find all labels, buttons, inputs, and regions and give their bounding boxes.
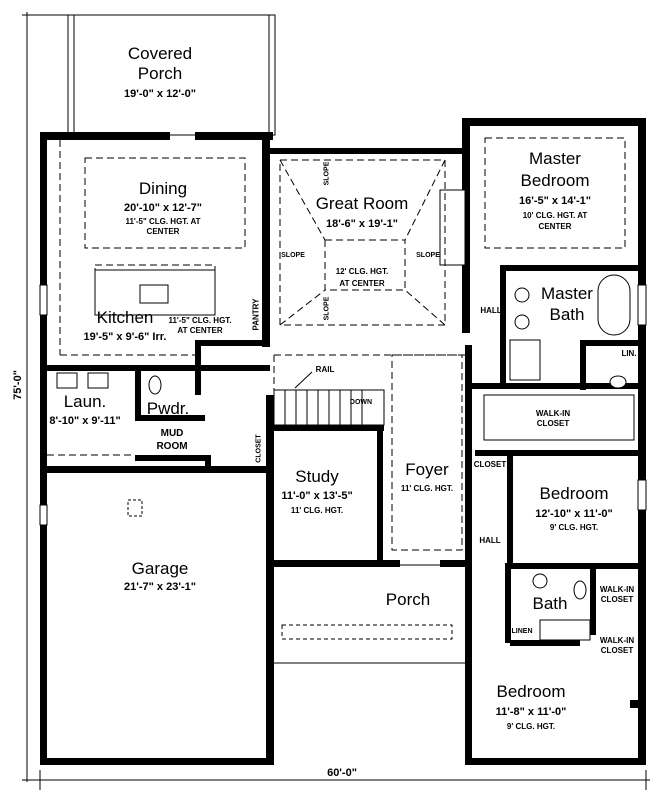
room-name: Great Room xyxy=(315,194,409,213)
slope-label: SLOPE xyxy=(416,252,440,259)
linen-label: LINEN xyxy=(511,628,533,635)
ceiling-height: CENTER xyxy=(538,222,572,231)
ceiling-height: 9' CLG. HGT. xyxy=(506,722,556,731)
closet-label: WALK-IN xyxy=(599,636,635,645)
walls xyxy=(40,118,646,765)
closet-label: CLOSET xyxy=(473,460,507,469)
closet-label: CLOSET xyxy=(536,419,570,428)
ceiling-height: 9' CLG. HGT. xyxy=(549,523,599,532)
room-name: Porch xyxy=(137,64,183,83)
rail-label: RAIL xyxy=(315,365,335,374)
walk-in-closet-shelf xyxy=(483,394,635,441)
ceiling-height: 11'-5" CLG. HGT. xyxy=(168,316,232,325)
shower xyxy=(509,339,541,381)
cubbies-label: CUBBIES xyxy=(156,466,188,473)
room-size: 16'-5" x 14'-1" xyxy=(519,195,591,207)
room-name: Bath xyxy=(532,594,568,613)
tub xyxy=(597,274,631,336)
closet-label: CLOSET xyxy=(600,595,634,604)
fireplace xyxy=(439,189,466,266)
ceiling-height: 11'-5" CLG. HGT. AT xyxy=(125,217,201,226)
room-name: Covered xyxy=(127,44,193,63)
room-powder: Pwdr. xyxy=(146,399,190,418)
room-name: Kitchen xyxy=(96,308,154,327)
room-size: 18'-6" x 19'-1" xyxy=(326,218,398,230)
overall-width-label: 60'-0" xyxy=(327,767,357,779)
down-label: DOWN xyxy=(349,399,373,406)
room-name: ROOM xyxy=(156,441,188,452)
window xyxy=(637,479,647,511)
ceiling-height: AT CENTER xyxy=(339,279,385,288)
room-size: 20'-10" x 12'-7" xyxy=(123,202,203,214)
ceiling-height: 10' CLG. HGT. AT xyxy=(522,211,588,220)
window xyxy=(637,284,647,326)
room-name: Master xyxy=(529,149,581,168)
room-name: Laun. xyxy=(63,392,107,411)
room-name: Bedroom xyxy=(520,171,590,190)
closet-label: CLOSET xyxy=(255,434,263,463)
sinks xyxy=(56,284,627,600)
covered-porch-outline xyxy=(67,14,276,136)
room-size: 11'-8" x 11'-0" xyxy=(495,706,567,718)
room-size: 21'-7" x 23'-1" xyxy=(124,581,196,593)
room-size: 8'-10" x 9'-11" xyxy=(49,415,121,427)
room-name: Foyer xyxy=(405,460,449,479)
room-name: Bedroom xyxy=(496,682,566,701)
hall-label: HALL xyxy=(479,536,501,545)
front-porch-outline xyxy=(271,564,471,664)
ceiling-height: 11' CLG. HGT. xyxy=(400,484,454,493)
ceiling-height: 11' CLG. HGT. xyxy=(290,506,344,515)
ceiling-height: AT CENTER xyxy=(177,326,223,335)
closet-label: WALK-IN xyxy=(599,585,635,594)
room-name: Study xyxy=(295,467,339,486)
room-size: 19'-5" x 9'-6" Irr. xyxy=(83,331,167,343)
slope-label: SLOPE xyxy=(281,252,305,259)
closet-label: WALK-IN xyxy=(535,409,571,418)
room-name: Bedroom xyxy=(539,484,609,503)
room-size: 19'-0" x 12'-0" xyxy=(124,88,196,100)
ceiling-height: CENTER xyxy=(146,227,180,236)
overall-depth-label: 75'-0" xyxy=(11,370,24,400)
room-name: Garage xyxy=(131,559,189,578)
linen-label: LIN. xyxy=(621,349,637,358)
window xyxy=(39,504,48,526)
hall-label: HALL xyxy=(480,306,502,315)
window xyxy=(39,284,48,316)
closet-label: CLOSET xyxy=(600,646,634,655)
room-name: Dining xyxy=(138,179,188,198)
pantry-label: PANTRY xyxy=(251,298,261,331)
tub-bath xyxy=(539,619,591,641)
slope-label: SLOPE xyxy=(323,296,331,321)
room-size: 11'-0" x 13'-5" xyxy=(281,490,353,502)
room-porch: Porch xyxy=(385,590,431,609)
room-name: Bath xyxy=(549,305,585,324)
ceiling-height: 12' CLG. HGT. xyxy=(335,267,389,276)
stair xyxy=(273,371,385,426)
slope-label: SLOPE xyxy=(323,161,331,186)
room-name: Master xyxy=(541,284,593,303)
room-size: 12'-10" x 11'-0" xyxy=(535,508,613,520)
room-name: MUD xyxy=(160,428,184,439)
